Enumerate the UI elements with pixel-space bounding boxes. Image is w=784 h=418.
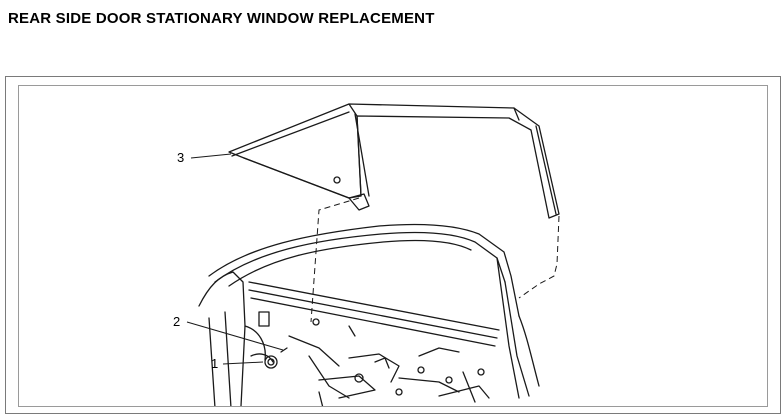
door-window-illustration: 3 2 1 [173, 103, 560, 406]
page-title: REAR SIDE DOOR STATIONARY WINDOW REPLACE… [8, 10, 435, 27]
stationary-window-glass [228, 103, 560, 219]
callout-1: 1 [211, 356, 218, 371]
figure-frame: 3 2 1 [5, 76, 781, 414]
callout-2: 2 [173, 314, 180, 329]
belt-molding [248, 281, 500, 331]
window-fastener [264, 355, 278, 369]
callout-3: 3 [177, 150, 184, 165]
door-frame-arch [208, 223, 520, 317]
illustration-panel: 3 2 1 [18, 85, 768, 407]
